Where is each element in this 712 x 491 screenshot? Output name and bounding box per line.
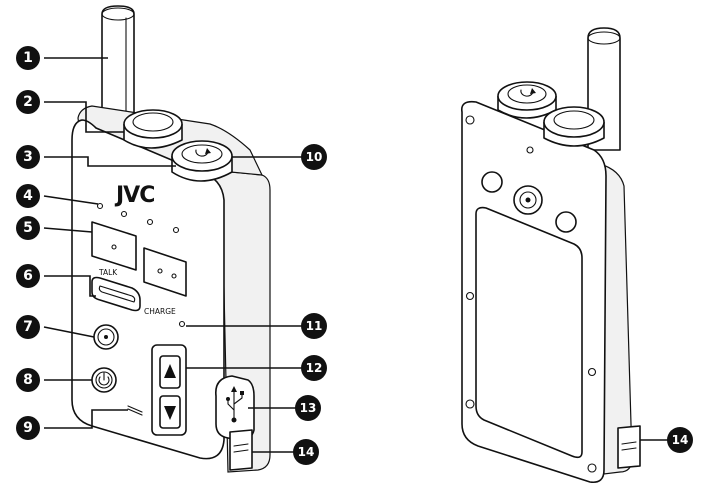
microphone — [127, 405, 143, 413]
back-channel-knob — [497, 81, 557, 119]
callout-4: 4 — [16, 184, 40, 208]
charge-label: CHARGE — [144, 307, 176, 316]
talk-button[interactable] — [91, 276, 141, 312]
leader-lines — [43, 57, 668, 453]
callout-11: 11 — [301, 313, 327, 339]
usb-icon — [226, 386, 244, 423]
callout-1: 1 — [16, 46, 40, 70]
clip-mount — [481, 171, 577, 233]
callout-5: 5 — [16, 216, 40, 240]
callout-6: 6 — [16, 264, 40, 288]
back-strap-hole — [617, 425, 641, 469]
svg-text:5: 5 — [23, 220, 33, 236]
speaker-buttons — [91, 221, 187, 297]
callout-12: 12 — [301, 355, 327, 381]
strap-hole — [229, 429, 253, 471]
talk-label: TALK — [98, 268, 118, 277]
callout-3: 3 — [16, 145, 40, 169]
svg-text:1: 1 — [23, 50, 33, 66]
svg-text:4: 4 — [23, 188, 33, 204]
battery-label-area — [475, 206, 583, 459]
led-indicators — [96, 202, 180, 234]
svg-text:9: 9 — [23, 420, 33, 436]
front-side-face — [209, 169, 271, 473]
screws — [465, 115, 597, 473]
svg-text:2: 2 — [23, 94, 33, 110]
svg-text:3: 3 — [23, 149, 33, 165]
svg-text:8: 8 — [23, 372, 33, 388]
down-arrow-icon — [164, 406, 176, 420]
svg-text:14: 14 — [298, 445, 315, 459]
callout-7: 7 — [16, 315, 40, 339]
svg-text:12: 12 — [306, 361, 323, 375]
usb-cover[interactable] — [215, 375, 255, 441]
brand-logo: JVC — [114, 183, 154, 208]
callout-8: 8 — [16, 368, 40, 392]
antenna — [101, 5, 135, 121]
front-view: JVC TALK CHARGE — [71, 5, 271, 473]
volume-knob[interactable] — [123, 109, 183, 149]
svg-text:13: 13 — [300, 401, 317, 415]
channel-knob[interactable] — [171, 140, 233, 182]
svg-text:6: 6 — [23, 268, 33, 284]
callout-14-back: 14 — [667, 427, 693, 453]
power-icon — [98, 372, 110, 386]
svg-text:11: 11 — [306, 319, 323, 333]
callout-2: 2 — [16, 90, 40, 114]
svg-text:10: 10 — [306, 150, 323, 164]
back-view — [460, 27, 641, 484]
callout-9: 9 — [16, 416, 40, 440]
callout-10: 10 — [301, 144, 327, 170]
power-button[interactable] — [91, 367, 117, 393]
back-volume-knob — [543, 106, 605, 147]
callout-numbers: 1 2 3 4 5 6 7 8 9 10 11 12 13 14 14 — [16, 46, 693, 465]
callout-14: 14 — [293, 439, 319, 465]
function-button[interactable] — [93, 324, 119, 350]
charge-led — [178, 320, 186, 328]
volume-up-down-buttons[interactable] — [151, 344, 187, 436]
svg-text:14: 14 — [672, 433, 689, 447]
svg-text:7: 7 — [23, 319, 33, 335]
up-arrow-icon — [164, 364, 176, 378]
callout-13: 13 — [295, 395, 321, 421]
